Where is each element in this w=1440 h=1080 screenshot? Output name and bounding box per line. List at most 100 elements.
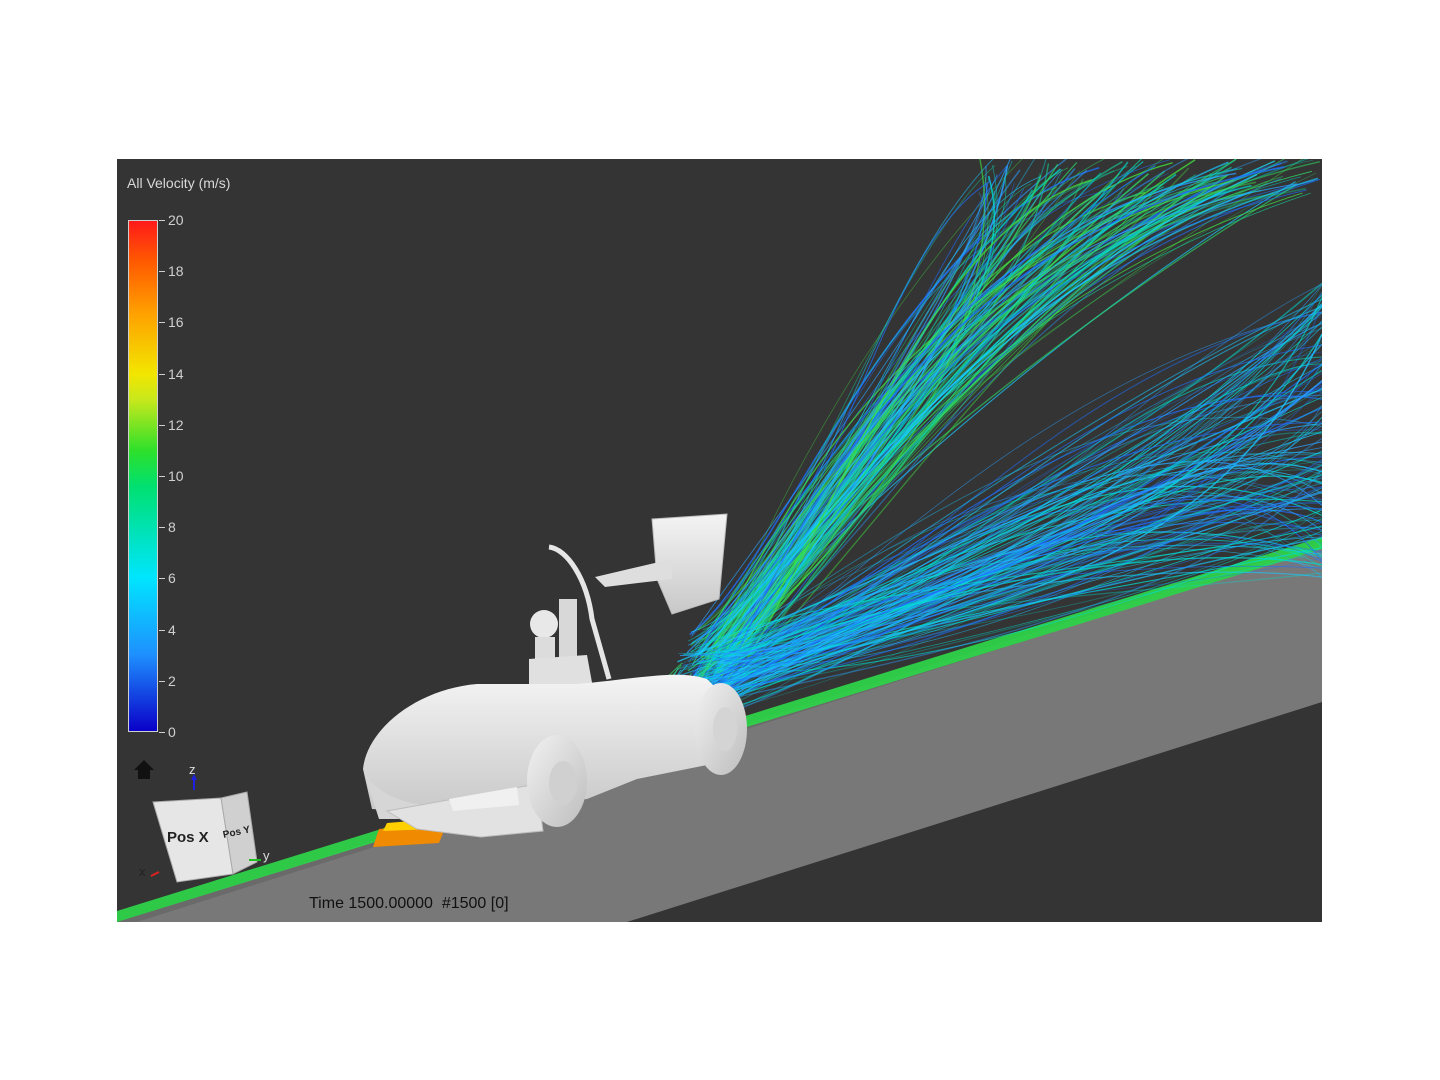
streamline [694, 192, 1311, 649]
colorbar-tick [159, 527, 165, 529]
axis-y-label: y [263, 848, 270, 863]
colorbar-tick-label: 20 [168, 212, 184, 228]
roll-hoop [548, 544, 612, 680]
streamline [706, 431, 1322, 690]
streamline [706, 396, 1322, 655]
colorbar-tick-label: 14 [168, 365, 184, 382]
colorbar-tick [159, 220, 165, 221]
streamline [687, 169, 1063, 646]
colorbar-tick-label: 10 [168, 468, 184, 484]
streamline [693, 545, 1322, 679]
streamline [694, 475, 1322, 678]
streamline [697, 172, 1169, 675]
streamline [713, 486, 1322, 681]
streamline [724, 293, 1322, 669]
scene [117, 159, 1322, 922]
streamline [723, 191, 1227, 677]
colorbar-tick [159, 424, 165, 426]
streamline [710, 464, 1322, 662]
velocity-colorbar [128, 220, 158, 732]
streamline [697, 422, 1322, 657]
colorbar-tick-label: 0 [168, 724, 176, 740]
streamline [707, 505, 1322, 703]
streamline [691, 431, 1322, 682]
legend-title: All Velocity (m/s) [127, 175, 231, 191]
colorbar-tick [159, 578, 165, 580]
colorbar-tick [159, 271, 165, 273]
time-step-label: Time 1500.00000 #1500 [0] [309, 895, 509, 912]
streamline [719, 382, 1322, 703]
engine-cover [559, 599, 577, 659]
streamline [712, 291, 1322, 674]
streamline [724, 447, 1322, 664]
streamline [720, 484, 1322, 660]
streamline [724, 405, 1322, 698]
streamline [711, 495, 1322, 653]
streamline [693, 537, 1322, 676]
streamline [677, 388, 1322, 663]
colorbar-tick-label: 12 [168, 416, 184, 433]
streamline [695, 360, 1322, 714]
streamline [718, 324, 1322, 715]
streamline [716, 175, 995, 669]
streamline [685, 522, 1322, 685]
streamline [691, 174, 998, 636]
streamline [715, 192, 987, 646]
streamline [713, 282, 1322, 654]
streamline [725, 284, 1322, 656]
colorbar-tick-label: 18 [168, 263, 184, 280]
streamline [721, 516, 1322, 678]
streamline [712, 341, 1322, 655]
streamline [693, 333, 1322, 708]
streamline [723, 451, 1322, 702]
streamline [691, 565, 1322, 661]
colorbar-tick [159, 322, 165, 324]
streamline [681, 481, 1322, 682]
streamline [692, 429, 1322, 717]
streamline [680, 451, 1322, 702]
colorbar-tick-label: 6 [168, 570, 176, 587]
colorbar-tick-label: 16 [168, 314, 184, 331]
streamline [716, 297, 1322, 693]
streamline [678, 459, 1322, 655]
streamline [705, 441, 1322, 701]
streamline [714, 474, 1322, 671]
streamline [684, 390, 1322, 707]
streamline [700, 469, 1322, 706]
colorbar-tick [159, 373, 165, 375]
streamline [694, 172, 1317, 632]
streamline [714, 181, 1219, 652]
rear-tire-rim [713, 707, 737, 751]
orientation-cube[interactable]: Pos X Pos Y z y x [137, 764, 287, 884]
streamline [696, 425, 1322, 712]
streamline [686, 172, 1237, 654]
rear-wing-lower [595, 559, 672, 587]
streamline [718, 321, 1322, 658]
home-icon[interactable] [133, 759, 155, 781]
streamline [678, 356, 1322, 693]
velocity-streamlines [559, 159, 1322, 783]
streamline [694, 172, 1130, 697]
streamline [687, 416, 1322, 655]
streamline [680, 389, 1322, 672]
streamline [688, 491, 1322, 669]
streamline [711, 170, 1166, 665]
colorbar-tick [159, 680, 165, 682]
axis-x-label: x [139, 864, 146, 879]
streamline [720, 463, 1322, 653]
colorbar-tick-label: 4 [168, 621, 176, 638]
streamline [704, 508, 1322, 657]
streamline [695, 175, 1219, 658]
streamline [699, 530, 1322, 673]
colorbar-tick [159, 732, 165, 733]
race-car[interactable] [363, 513, 747, 838]
streamline [691, 421, 1322, 701]
colorbar-tick [159, 629, 165, 631]
streamline [703, 183, 1032, 696]
colorbar-tick-label: 8 [168, 519, 176, 536]
streamline [697, 320, 1322, 700]
streamline [694, 187, 1306, 688]
streamline [694, 394, 1322, 700]
driver-helmet [530, 610, 558, 638]
